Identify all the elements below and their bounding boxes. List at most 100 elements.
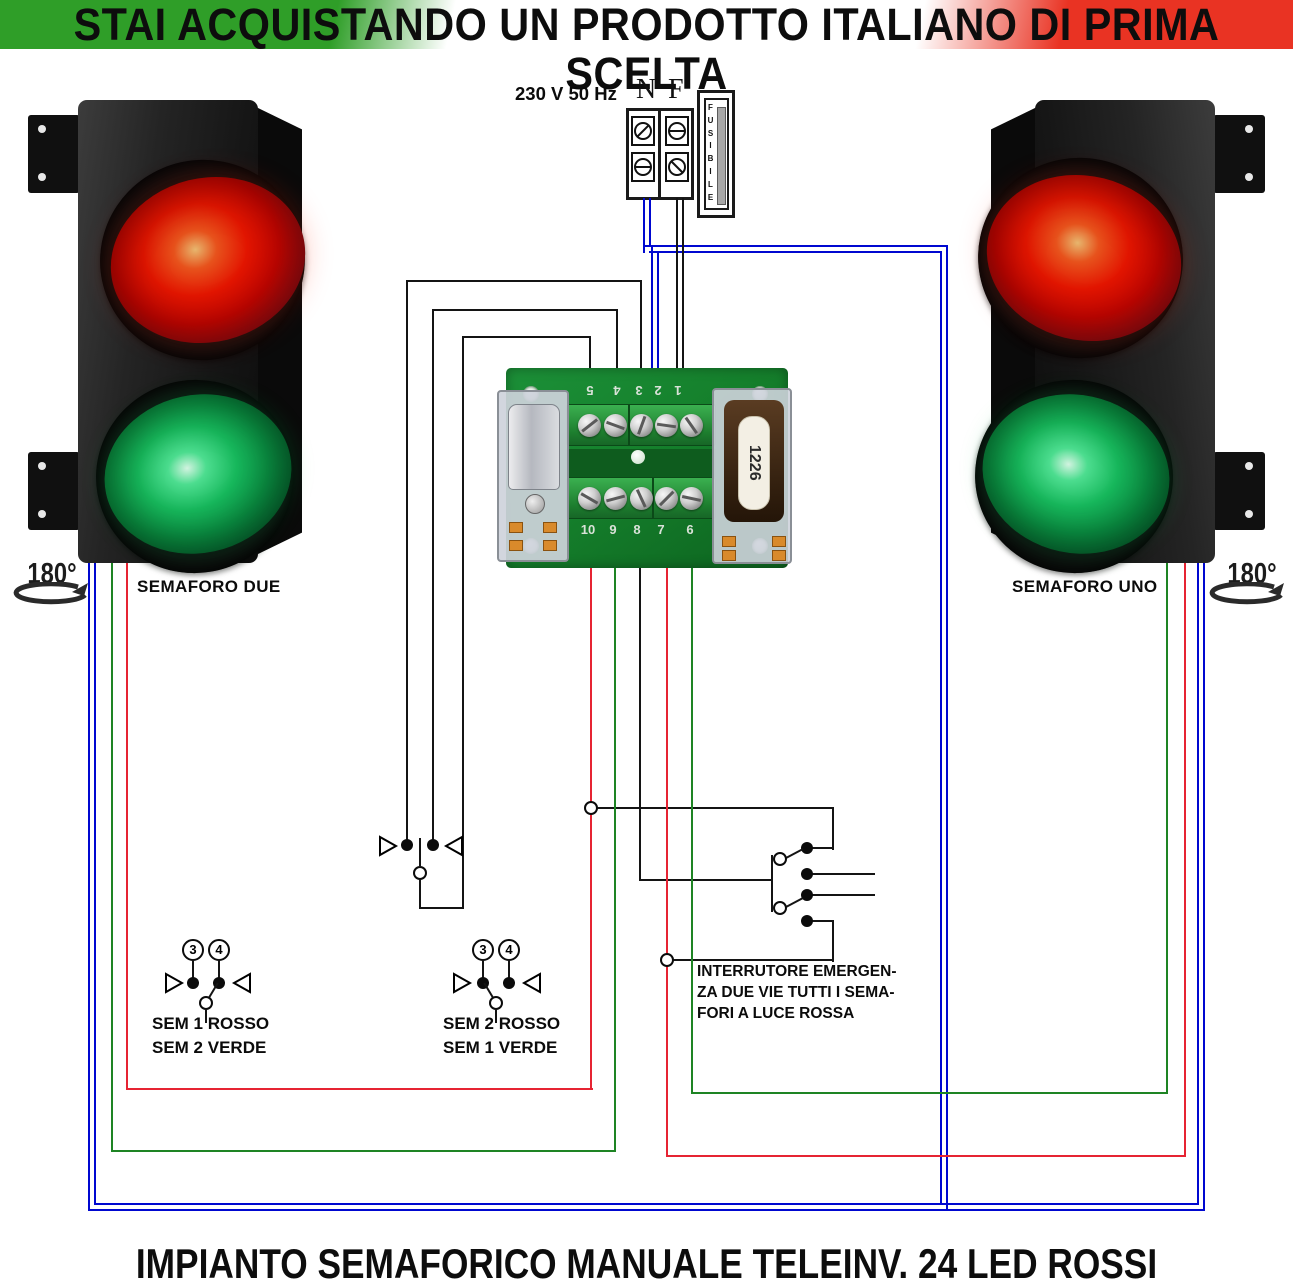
wire-tap-junction — [660, 953, 674, 967]
neutral-label: N — [636, 74, 657, 105]
terminal-strip-divider — [628, 404, 630, 446]
wire-terminal5 — [462, 336, 464, 909]
relay-screw — [525, 494, 545, 514]
screw-terminal-icon — [631, 116, 655, 146]
mains-voltage-label: 230 V 50 Hz — [515, 83, 617, 104]
switch-common — [413, 866, 427, 880]
wire-neutral — [1197, 556, 1199, 1203]
wire-terminal5 — [463, 336, 591, 338]
switch-b-label-line1: SEM 2 ROSSO — [443, 1014, 561, 1033]
screw-terminal-icon — [665, 152, 689, 182]
wire-red-terminal7 — [666, 566, 668, 1157]
terminal-block-divider — [658, 108, 661, 200]
switch-arrow-icon — [453, 972, 473, 994]
switch-arrow-icon — [443, 835, 463, 857]
wire-neutral — [946, 245, 948, 1211]
wire-red-sem2 — [126, 556, 128, 1090]
terminal-number: 2 — [654, 383, 662, 398]
switch-arrow-icon — [231, 972, 251, 994]
terminal-number: 9 — [609, 522, 617, 537]
wire-emergency-top — [812, 847, 834, 849]
board-led — [631, 450, 645, 464]
emergency-contact — [801, 842, 813, 854]
wire-emergency-top — [593, 807, 834, 809]
switch-contact — [503, 977, 515, 989]
wire-emergency-bottom — [832, 920, 834, 962]
switch-terminal-3: 3 — [182, 939, 204, 961]
semaforo-uno-label: SEMAFORO UNO — [1012, 577, 1158, 596]
terminal-number: 6 — [686, 522, 694, 537]
switch-common — [199, 996, 213, 1010]
emergency-contact — [801, 915, 813, 927]
terminal-screw — [680, 414, 703, 437]
switch-stub — [495, 1010, 497, 1023]
emergency-lever — [785, 897, 804, 908]
wire-neutral — [649, 198, 651, 247]
screw-terminal-icon — [665, 116, 689, 146]
switch-pole-wire — [419, 838, 421, 866]
wire-terminal4 — [432, 309, 434, 845]
switch-terminal-4: 4 — [208, 939, 230, 961]
wire-green-terminal6 — [691, 566, 693, 1094]
emergency-lever — [785, 848, 804, 859]
terminal-screw — [655, 487, 678, 510]
wire-emergency-stub — [812, 894, 875, 896]
fuse-window — [704, 98, 729, 210]
terminal-screw — [680, 487, 703, 510]
wire-terminal3 — [640, 280, 642, 378]
switch-common — [489, 996, 503, 1010]
wire-green-terminal9 — [614, 566, 616, 1152]
fuse-cartridge — [717, 107, 726, 205]
wire-green-sem2 — [111, 556, 113, 1152]
wire-neutral — [88, 556, 90, 1209]
wire-terminal4 — [616, 309, 618, 378]
switch-arrow-icon — [521, 972, 541, 994]
terminal-screw — [604, 487, 627, 510]
wire-emergency-top — [832, 807, 834, 850]
wire-emergency-bottom — [667, 959, 834, 961]
switch-contact — [187, 977, 199, 989]
semaforo-due-label: SEMAFORO DUE — [137, 577, 281, 596]
wire-red-sem1 — [1184, 556, 1186, 1157]
switch-b-label-line2: SEM 1 VERDE — [443, 1038, 558, 1057]
switch-a-label-line2: SEM 2 VERDE — [152, 1038, 267, 1057]
wire-neutral — [651, 245, 653, 378]
wire-terminal8 — [639, 566, 641, 881]
switch-contact — [401, 839, 413, 851]
emergency-switch-label: INTERRUTORE EMERGEN- ZA DUE VIE TUTTI I … — [697, 963, 897, 1022]
terminal-strip-divider — [652, 477, 654, 519]
terminal-number: 10 — [580, 522, 596, 537]
switch-terminal-3: 3 — [472, 939, 494, 961]
terminal-number: 5 — [586, 383, 594, 398]
terminal-number: 1 — [674, 383, 682, 398]
switch-arrow-icon — [379, 835, 399, 857]
terminal-number: 8 — [633, 522, 641, 537]
emergency-contact — [801, 868, 813, 880]
emergency-pole — [773, 852, 787, 866]
screw-terminal-icon — [631, 152, 655, 182]
phase-label: F — [668, 74, 684, 105]
wire-neutral — [940, 251, 942, 1205]
emergency-pole — [773, 901, 787, 915]
terminal-number: 4 — [613, 383, 621, 398]
wire-emergency-bottom — [812, 920, 834, 922]
wire-terminal3 — [407, 280, 642, 282]
emergency-contact — [801, 889, 813, 901]
wire-red-sem2 — [126, 1088, 593, 1090]
switch-contact — [427, 839, 439, 851]
footer-title: IMPIANTO SEMAFORICO MANUALE TELEINV. 24 … — [0, 1240, 1293, 1285]
wire-red-sem1 — [666, 1155, 1186, 1157]
terminal-number: 3 — [635, 383, 643, 398]
terminal-screw — [630, 487, 653, 510]
wire-neutral-bus — [94, 1203, 1199, 1205]
switch-stub — [218, 959, 220, 979]
relay-left — [497, 390, 569, 562]
terminal-number: 7 — [657, 522, 665, 537]
wire-green-sem2 — [111, 1150, 616, 1152]
switch-stub — [192, 959, 194, 979]
wire-terminal5 — [419, 880, 421, 909]
wire-green-sem1 — [1166, 556, 1168, 1094]
mount-bracket — [28, 452, 80, 530]
